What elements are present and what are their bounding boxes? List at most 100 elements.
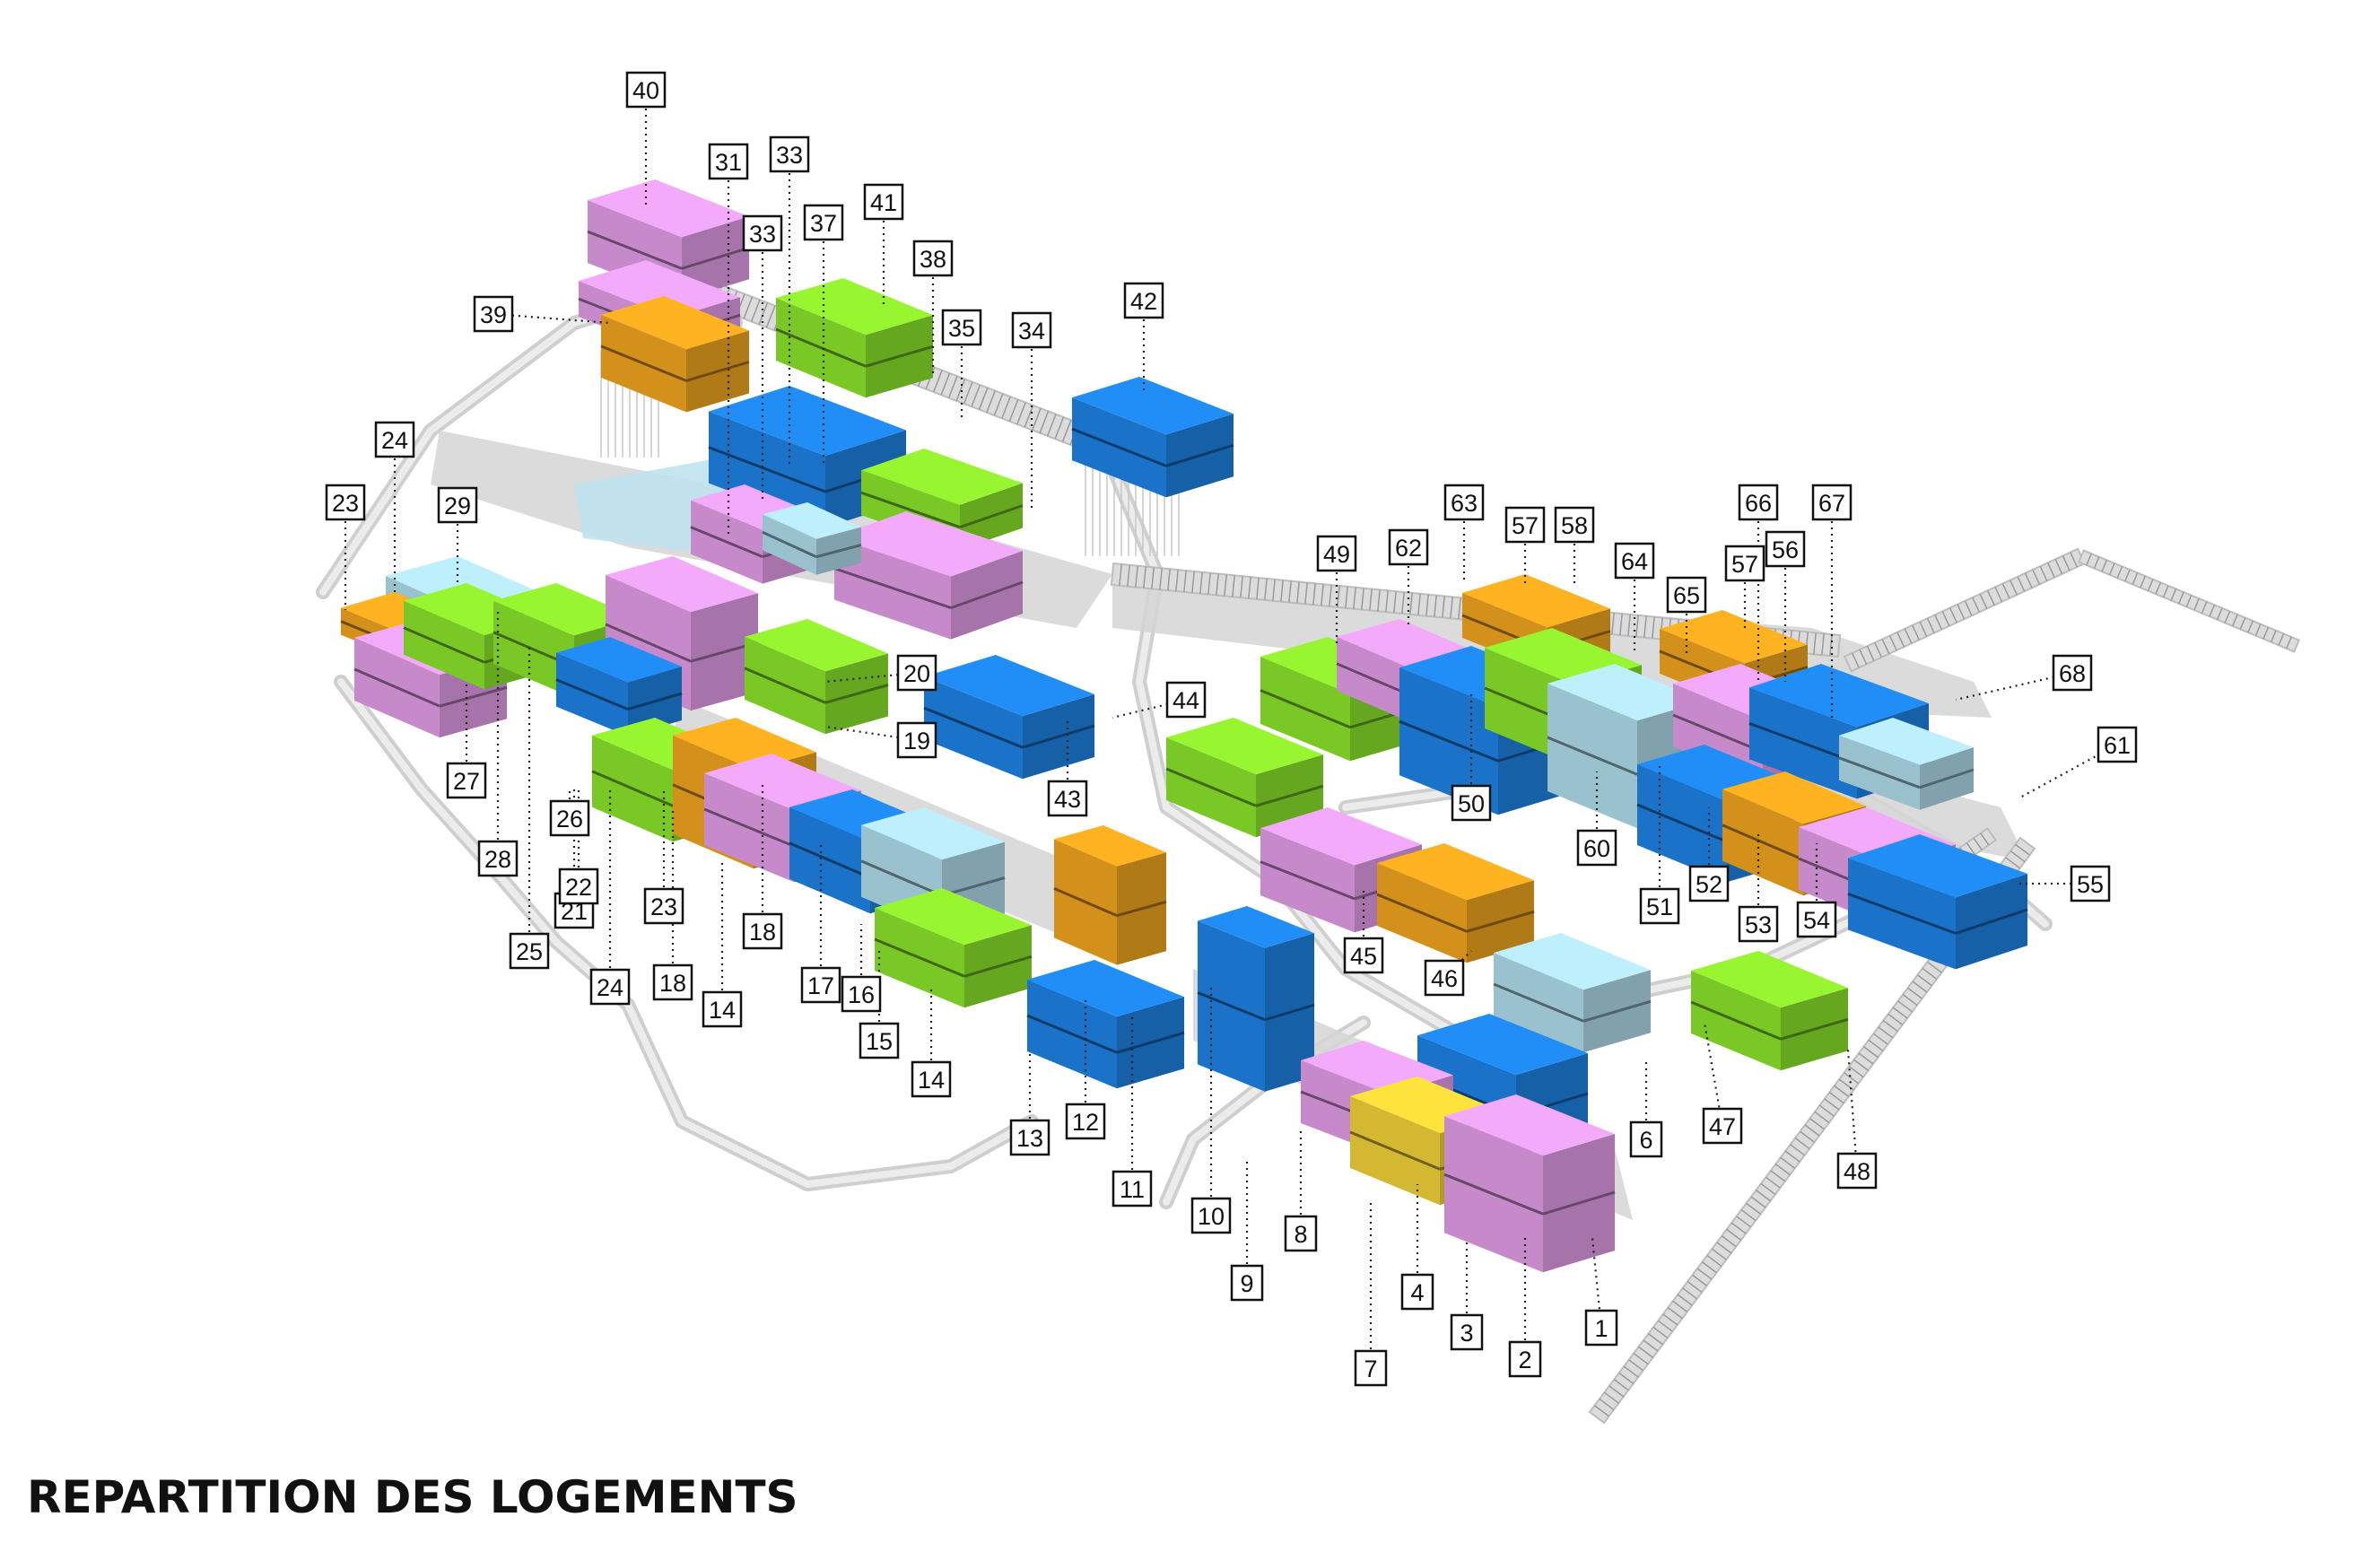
unit-label-box <box>1508 1340 1542 1378</box>
walkway-hatch <box>1972 597 1981 613</box>
walkway-hatch <box>1224 574 1227 597</box>
unit-label-text: 14 <box>709 997 736 1024</box>
walkway-hatch <box>1031 407 1042 431</box>
unit-face-top <box>493 583 637 636</box>
walkway-hatch <box>1818 1104 1835 1117</box>
unit-label: 56 <box>1765 530 1806 568</box>
unit-label-box <box>1639 887 1680 925</box>
walkway-hatch <box>1907 987 1922 999</box>
unit-label: 23 <box>643 887 684 925</box>
walkway-hatch <box>2247 620 2254 633</box>
unit-floor-line <box>1955 908 2028 935</box>
unit-face-top <box>1848 834 2027 898</box>
walkway-hatch <box>2039 565 2048 581</box>
unit-label-text: 53 <box>1745 911 1772 938</box>
walkway-hatch <box>2005 857 2021 869</box>
walkway-hatch <box>1912 624 1920 641</box>
unit-label-box <box>1614 542 1655 580</box>
unit-label-box <box>1190 1197 1232 1234</box>
unit-floor-line <box>1071 427 1167 467</box>
walkway-hatch <box>1652 616 1655 639</box>
unit-label: 23 <box>325 484 366 521</box>
walkway-hatch <box>1866 645 1875 661</box>
walkway-hatch <box>743 296 754 319</box>
walkway-hatch <box>1652 1326 1669 1339</box>
unit-label-box <box>769 135 810 173</box>
unit-floor-line <box>860 859 943 897</box>
unit-floor-line <box>1116 900 1167 918</box>
unit-floor-line <box>762 530 817 559</box>
unit-label-box <box>1796 901 1837 938</box>
unit-floor-line <box>1349 1130 1441 1171</box>
label-leader <box>1591 1237 1603 1329</box>
walkway-hatch <box>1770 1170 1786 1182</box>
walkway-hatch <box>2024 572 2033 588</box>
walkway-hatch <box>2140 575 2146 588</box>
unit-label-text: 50 <box>1458 790 1485 817</box>
unit-label-box <box>1123 282 1164 319</box>
walkway-hatch <box>1721 1235 1737 1248</box>
walkway-hatch <box>1458 597 1461 620</box>
page-title: REPARTITION DES LOGEMENTS <box>27 1471 798 1523</box>
walkway-hatch <box>1207 572 1211 595</box>
unit-label-text: 60 <box>1583 835 1610 862</box>
walkway-hatch <box>978 388 989 410</box>
walkway-hatch <box>1232 575 1235 597</box>
unit-floor-line <box>685 361 750 382</box>
unit-label-text: 37 <box>810 210 837 237</box>
walkway-hatch <box>1926 617 1935 633</box>
unit-face-top <box>1027 960 1184 1017</box>
walkway-hatch <box>1611 613 1615 635</box>
walkway-hatch <box>1824 1098 1840 1111</box>
unit-label: 41 <box>863 183 904 221</box>
label-leader <box>824 671 918 684</box>
unit-face-top <box>875 888 1032 946</box>
walkway-hatch <box>1657 1320 1673 1332</box>
walkway-hatch <box>1312 583 1316 606</box>
unit-floor-line <box>1672 713 1764 754</box>
walkway-hatch <box>1794 1137 1810 1150</box>
unit-label: 66 <box>1738 484 1779 521</box>
walkway-hatch <box>1858 1052 1874 1065</box>
unit-face-top <box>861 807 1005 860</box>
unit-label-text: 2 <box>1518 1347 1531 1373</box>
unit-label-box <box>509 932 550 970</box>
walkway-hatch <box>1385 590 1389 613</box>
unit-label: 12 <box>1065 1103 1106 1140</box>
unit-label: 29 <box>437 486 478 524</box>
unit-label-box <box>2052 654 2093 692</box>
unit-label: 46 <box>1424 959 1465 997</box>
walkway-hatch <box>1948 607 1957 623</box>
unit-floor-line <box>1722 824 1804 861</box>
unit-label-box <box>1738 484 1779 521</box>
walkway-hatch <box>1256 577 1260 600</box>
unit-label-text: 64 <box>1621 548 1648 575</box>
unit-label: 4 <box>1400 1273 1434 1311</box>
walkway-hatch <box>1337 585 1340 607</box>
walkway-hatch <box>1016 402 1026 425</box>
unit-floor-line <box>1493 982 1584 1023</box>
walkway-hatch <box>1966 842 1976 856</box>
walkway-hatch <box>1780 1156 1796 1169</box>
walkway-hatch <box>1608 1385 1625 1398</box>
walkway-hatch <box>1934 615 1943 631</box>
unit-label: 54 <box>1796 901 1837 938</box>
unit-label: 6 <box>1629 1120 1663 1158</box>
walkway-hatch <box>1353 587 1356 609</box>
walkway-hatch <box>940 372 951 396</box>
walkway-hatch <box>2046 562 2055 578</box>
walkway-hatch <box>1442 596 1445 618</box>
unit-floor-line <box>874 937 965 978</box>
unit-label-box <box>841 975 882 1013</box>
walkway-hatch <box>1760 1182 1776 1196</box>
walkway-hatch <box>765 305 776 328</box>
walkway-hatch <box>1638 1346 1653 1358</box>
walkway-hatch <box>1024 405 1034 428</box>
unit-label: 3 <box>1450 1313 1484 1351</box>
unit-label-text: 11 <box>1120 1176 1145 1203</box>
unit-label-text: 22 <box>565 874 592 901</box>
unit-label-box <box>625 71 667 109</box>
walkway-hatch <box>993 393 1004 416</box>
unit-label: 58 <box>1554 506 1595 544</box>
unit-label-text: 68 <box>2059 660 2086 687</box>
